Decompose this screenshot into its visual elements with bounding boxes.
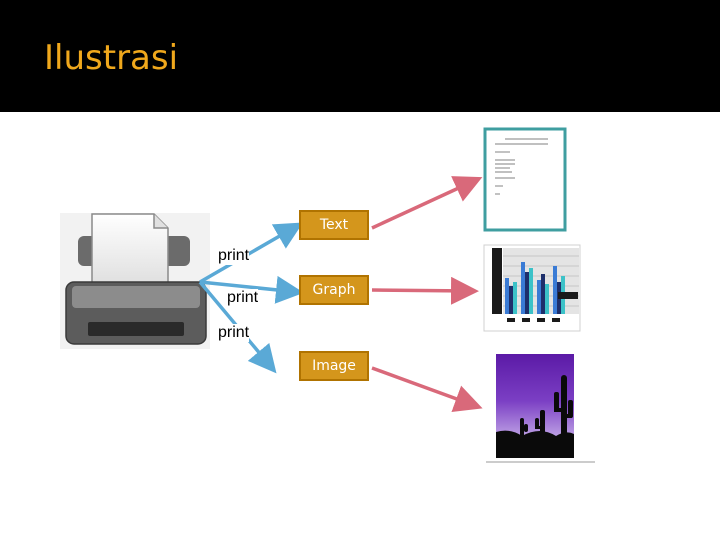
arrow-text-document [372, 180, 476, 228]
bar-chart-thumbnail [484, 245, 580, 331]
print-label-text: print [218, 247, 249, 265]
output-box-image: Image [299, 351, 369, 381]
arrow-image-photo [372, 368, 476, 406]
output-box-graph: Graph [299, 275, 369, 305]
print-label-graph: print [227, 289, 258, 307]
document-thumbnail [485, 129, 565, 230]
print-label-image: print [218, 324, 249, 342]
arrow-graph-chart [372, 290, 472, 291]
output-box-text: Text [299, 210, 369, 240]
printer-icon [60, 213, 210, 349]
cactus-photo-thumbnail [486, 354, 595, 462]
